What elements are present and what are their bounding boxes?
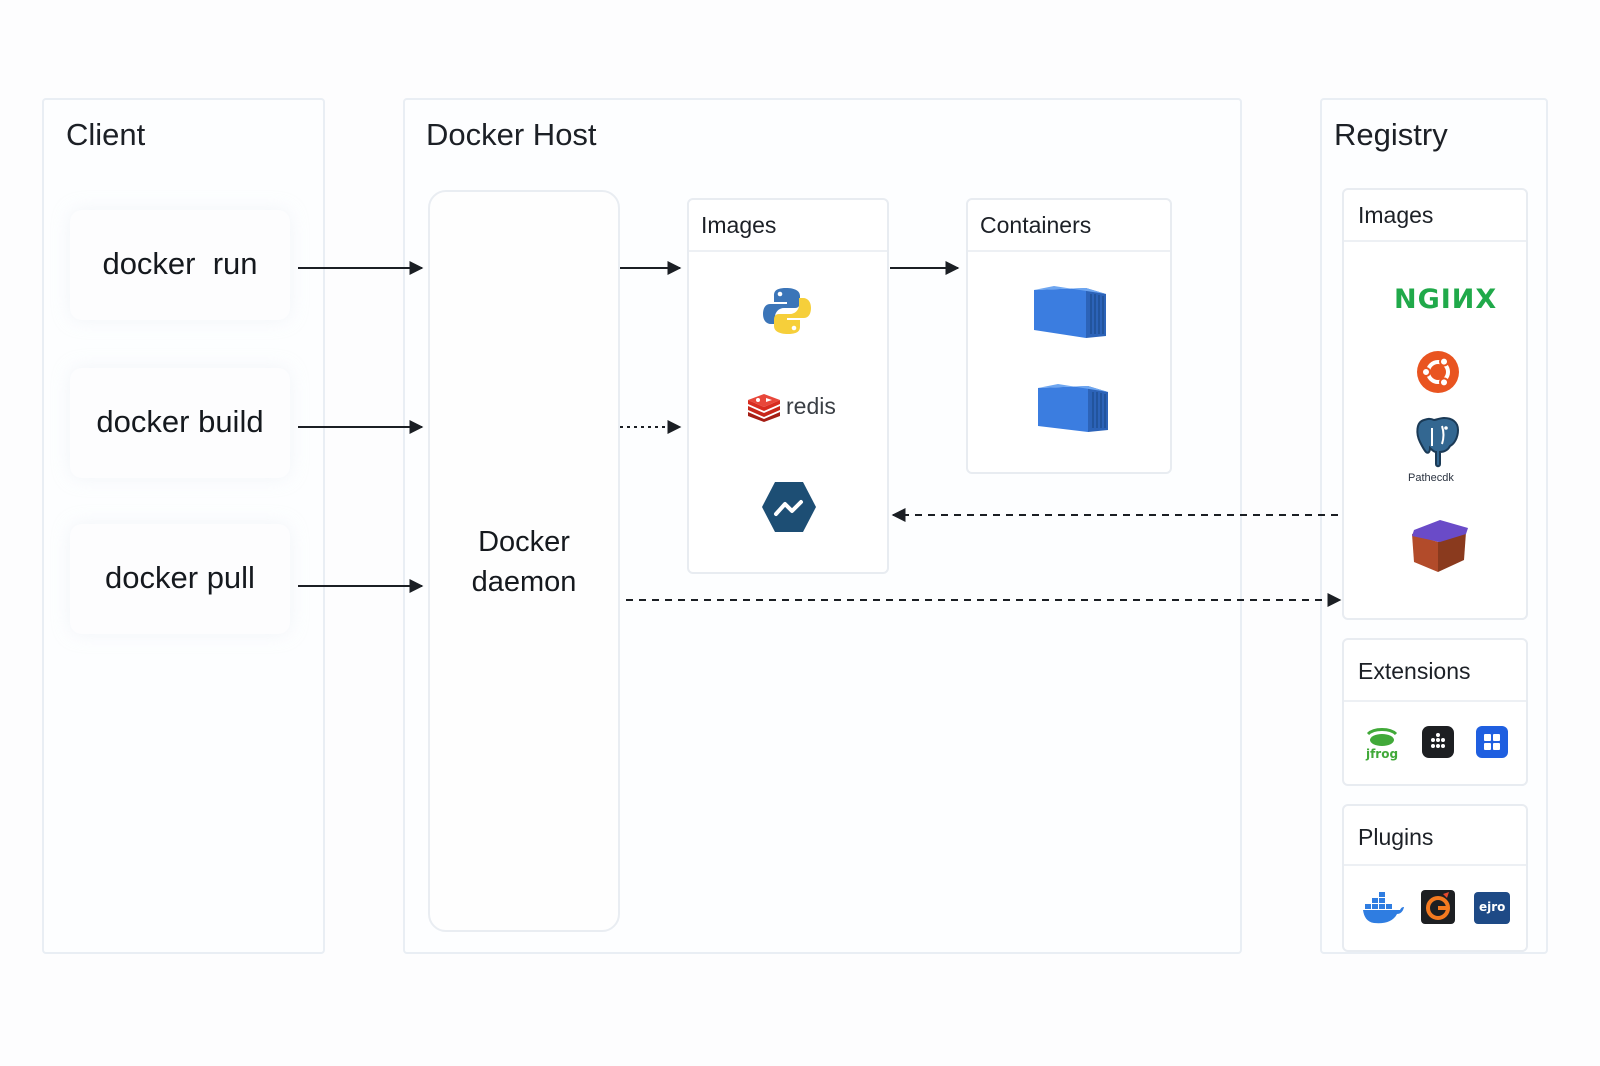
container-icon-1 bbox=[1034, 286, 1106, 338]
host-images-title: Images bbox=[701, 212, 777, 238]
extensions-card: Extensions bbox=[1342, 638, 1528, 786]
registry-images-header: Images bbox=[1344, 190, 1526, 242]
docker-pull-label: docker pull bbox=[105, 560, 255, 595]
docker-daemon-box: Docker daemon bbox=[428, 190, 620, 932]
registry-title: Registry bbox=[1334, 117, 1448, 152]
redis-label: redis bbox=[786, 393, 836, 419]
plugins-header: Plugins bbox=[1344, 806, 1526, 866]
ubuntu-logo-icon bbox=[1417, 351, 1459, 393]
docker-run-command: docker run bbox=[70, 210, 290, 320]
redis-logo-icon bbox=[748, 394, 780, 422]
windows-grid-icon bbox=[1476, 726, 1508, 758]
docker-daemon-label-line2: daemon bbox=[471, 566, 577, 598]
ejro-badge-icon bbox=[1474, 892, 1510, 924]
client-title: Client bbox=[66, 117, 146, 152]
docker-build-command: docker build bbox=[70, 368, 290, 478]
extensions-title: Extensions bbox=[1358, 658, 1471, 684]
docker-daemon-label-line1: Docker bbox=[478, 526, 570, 558]
ejro-badge-label: ejro bbox=[1479, 900, 1506, 914]
plugins-title: Plugins bbox=[1358, 824, 1434, 850]
dots-grid-icon bbox=[1422, 726, 1454, 758]
containers-title: Containers bbox=[980, 212, 1092, 238]
docker-whale-icon bbox=[1363, 892, 1404, 924]
python-logo-icon bbox=[763, 288, 811, 334]
purple-box-icon bbox=[1412, 520, 1468, 572]
nginx-logo: NGIИX bbox=[1394, 284, 1498, 315]
grafana-logo-icon bbox=[1421, 890, 1455, 924]
extensions-header: Extensions bbox=[1344, 640, 1526, 702]
hexagon-mountain-icon bbox=[762, 482, 816, 532]
host-images-header: Images bbox=[689, 200, 887, 252]
docker-host-title: Docker Host bbox=[426, 117, 597, 152]
containers-header: Containers bbox=[968, 200, 1170, 252]
svg-text:jfrog: jfrog bbox=[1365, 747, 1398, 761]
docker-run-label: docker run bbox=[102, 246, 258, 281]
registry-images-title: Images bbox=[1358, 202, 1434, 228]
docker-daemon-label: Docker daemon bbox=[430, 522, 618, 602]
plugins-card: Plugins bbox=[1342, 804, 1528, 952]
postgresql-elephant-icon bbox=[1416, 416, 1460, 468]
jfrog-logo-icon: jfrog bbox=[1365, 728, 1398, 761]
container-icon-2 bbox=[1038, 384, 1108, 432]
postgres-label: Pathecdk bbox=[1408, 472, 1454, 484]
docker-build-label: docker build bbox=[96, 404, 264, 439]
docker-pull-command: docker pull bbox=[70, 524, 290, 634]
